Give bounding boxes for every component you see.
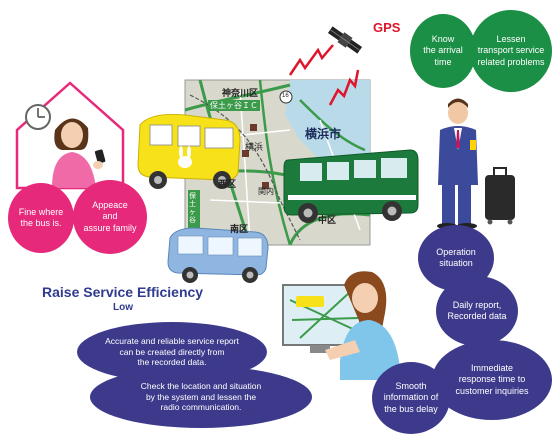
bubble-check-location: Check the location and situation by the … — [90, 366, 312, 428]
green-bus — [283, 149, 419, 223]
map-label-minami-ward: 南区 — [230, 224, 249, 234]
woman-with-phone — [52, 118, 106, 188]
suitcase-icon — [485, 167, 515, 225]
bubble-daily-report: Daily report, Recorded data — [436, 276, 518, 346]
bubble-appease-family-text: Appeace and assure family — [83, 200, 137, 233]
map-label-nishi-ward: 西区 — [218, 179, 237, 189]
blue-bus — [167, 227, 269, 283]
businessman — [437, 98, 478, 229]
bubble-know-arrival-time-text: Know the arrival time — [423, 34, 463, 67]
home-outline — [15, 81, 125, 190]
bubble-daily-report-text: Daily report, Recorded data — [447, 299, 507, 321]
bubble-fine-where-bus-text: Fine where the bus is. — [18, 206, 64, 228]
bubble-immediate-response-text: Immediate response time to customer inqu… — [455, 363, 529, 396]
bubble-know-arrival-time: Know the arrival time — [410, 14, 476, 88]
bubble-operation-situation-text: Operation situation — [436, 246, 476, 268]
map-label-station-left: 保土ヶ谷 — [189, 193, 196, 224]
map-label-yokohama-city: 横浜市 — [305, 127, 342, 141]
bubble-smooth-information-text: Smooth information of the bus delay — [383, 381, 439, 414]
yellow-bus — [137, 114, 241, 189]
gps-label: GPS — [373, 20, 401, 35]
bubble-immediate-response: Immediate response time to customer inqu… — [432, 340, 552, 420]
map-label-yokohama: 横浜 — [245, 142, 264, 152]
bubble-fine-where-bus: Fine where the bus is. — [8, 183, 74, 253]
bubble-lessen-problems: Lessen transport service related problem… — [470, 10, 552, 92]
efficiency-subtitle: Low — [113, 302, 133, 313]
map-label-kannai: 関内 — [258, 187, 274, 196]
operator-at-computer — [282, 271, 400, 380]
map-route-sign: 16 — [282, 93, 289, 99]
gps-signal-lines — [288, 44, 360, 106]
map-label-hodogaya-ic: 保土ヶ谷ＩＣ — [208, 100, 260, 111]
efficiency-title: Raise Service Efficiency — [42, 284, 204, 300]
bubble-check-location-text: Check the location and situation by the … — [140, 381, 262, 413]
bubble-appease-family: Appeace and assure family — [73, 180, 147, 254]
bubble-accurate-report-text: Accurate and reliable service report can… — [105, 336, 239, 368]
bubble-lessen-problems-text: Lessen transport service related problem… — [477, 34, 545, 67]
map-label-naka-ward: 中区 — [318, 215, 337, 225]
clock-icon — [25, 104, 51, 130]
satellite-icon — [327, 26, 363, 54]
map-label-kanagawa-ward: 神奈川区 — [222, 88, 259, 98]
bubble-smooth-information: Smooth information of the bus delay — [372, 362, 450, 434]
